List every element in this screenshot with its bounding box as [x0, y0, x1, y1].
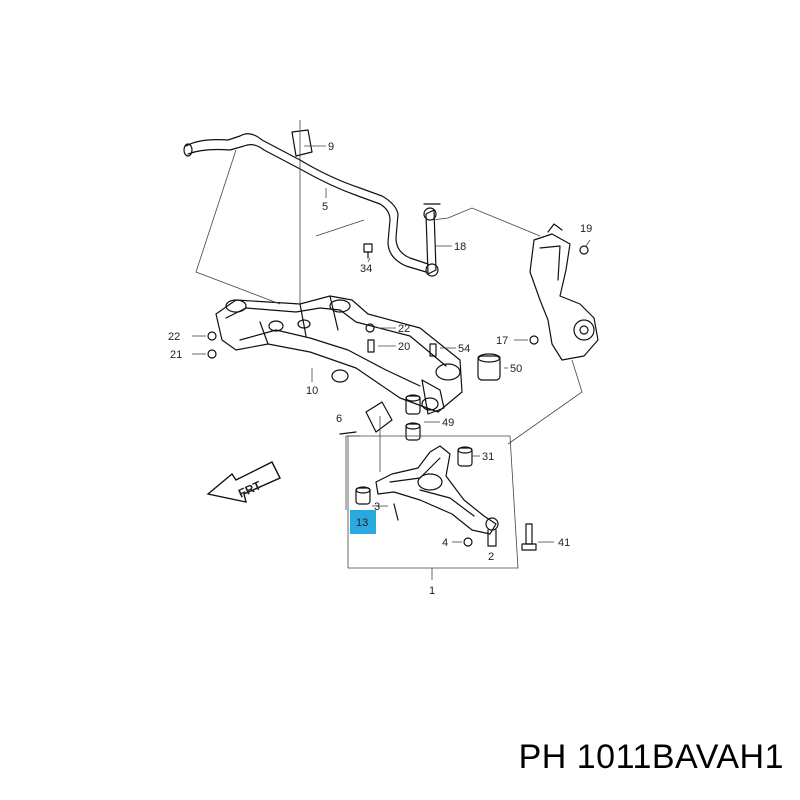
fasteners	[207, 245, 589, 547]
bolt-34	[363, 243, 373, 259]
bushing-31	[457, 446, 473, 467]
callout-22-right: 22	[398, 323, 410, 335]
stabilizer-link	[423, 203, 441, 277]
bolt-41	[521, 523, 537, 551]
lower-control-arm	[375, 445, 497, 535]
callout-20: 20	[398, 341, 410, 353]
callout-18: 18	[454, 241, 466, 253]
callout-4: 4	[442, 537, 448, 549]
highlight-box	[350, 510, 376, 534]
callout-17: 17	[496, 335, 508, 347]
callout-6: 6	[336, 413, 342, 425]
direction-arrow: FRT	[206, 461, 281, 503]
steering-knuckle	[529, 223, 599, 361]
callout-1: 1	[429, 585, 435, 597]
bushing-54	[405, 394, 421, 415]
callout-2: 2	[488, 551, 494, 563]
callout-labels: 9 5 18 19 34 22 22 20 21 10 17 54 50 6 4…	[168, 141, 592, 597]
leader-lines	[192, 120, 591, 580]
bushing-50	[477, 353, 501, 381]
part-number-caption: PH 1011BAVAH1	[518, 738, 784, 776]
callout-21: 21	[170, 349, 182, 361]
subframe-crossmember	[215, 295, 463, 433]
ball-joint-2	[485, 517, 499, 547]
callout-22-left: 22	[168, 331, 180, 343]
callout-10: 10	[306, 385, 318, 397]
callout-9: 9	[328, 141, 334, 153]
callout-41: 41	[558, 537, 570, 549]
bushing-13	[355, 486, 371, 505]
bushing-49	[405, 422, 421, 441]
callout-19: 19	[580, 223, 592, 235]
callout-49: 49	[442, 417, 454, 429]
callout-13: 13	[356, 517, 368, 529]
callout-3: 3	[374, 501, 380, 513]
callout-5: 5	[322, 201, 328, 213]
stabilizer-bar	[183, 129, 429, 273]
callout-31: 31	[482, 451, 494, 463]
callout-54: 54	[458, 343, 470, 355]
callout-50: 50	[510, 363, 522, 375]
callout-34: 34	[360, 263, 372, 275]
